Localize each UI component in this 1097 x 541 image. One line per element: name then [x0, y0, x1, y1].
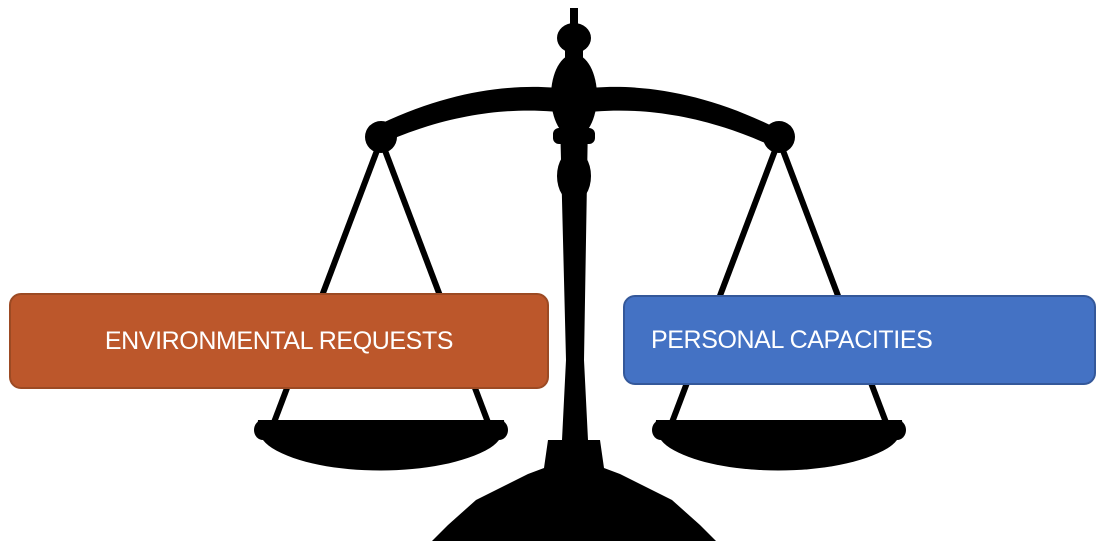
right-pan-end-right [888, 420, 906, 440]
left-pan-end-right [490, 420, 508, 440]
scale-finial-knob [557, 23, 591, 53]
personal-capacities-box: PERSONAL CAPACITIES [623, 295, 1096, 385]
scale-column [560, 120, 588, 440]
environmental-requests-box: ENVIRONMENTAL REQUESTS [9, 293, 549, 389]
scale-column-bulge [557, 150, 591, 202]
right-pan [655, 420, 903, 471]
right-pan-end-left [652, 420, 670, 440]
scale-finial-stem [570, 8, 578, 30]
personal-capacities-label: PERSONAL CAPACITIES [651, 325, 933, 354]
scale-beam-right-end [763, 121, 795, 153]
scale-base [432, 440, 716, 541]
scale-beam [372, 86, 776, 148]
environmental-requests-label: ENVIRONMENTAL REQUESTS [104, 326, 454, 355]
left-pan-end-left [254, 420, 272, 440]
scale-beam-left-end [365, 121, 397, 153]
scale-column-collar [553, 128, 595, 144]
left-pan [257, 420, 505, 471]
